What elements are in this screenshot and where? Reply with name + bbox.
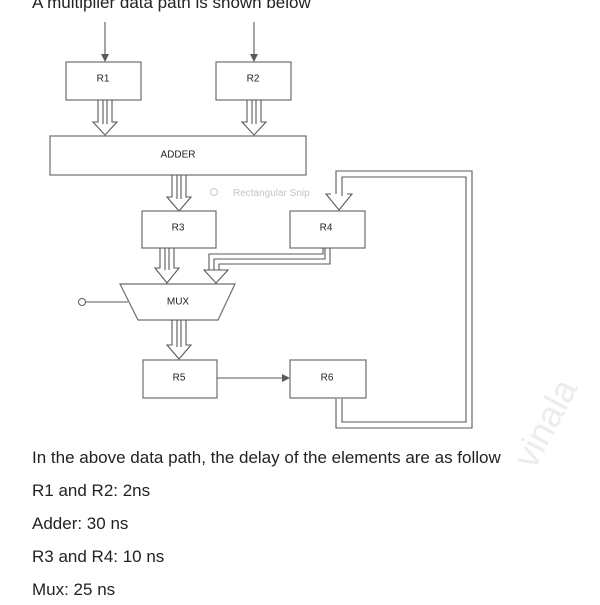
mux-block: MUX xyxy=(119,283,236,321)
r2-label: R2 xyxy=(247,74,260,85)
r5-to-r6-arrow xyxy=(217,374,290,382)
delay-item: R1 and R2: 2ns xyxy=(32,481,151,500)
r6-to-r4-feedback-bus xyxy=(324,170,473,429)
r6-register: R6 xyxy=(289,359,367,399)
r5-register: R5 xyxy=(142,359,218,399)
adder-block: ADDER xyxy=(49,135,307,176)
r4-register: R4 xyxy=(289,210,366,249)
intro-text: In the above data path, the delay of the… xyxy=(32,448,501,467)
rectangular-snip-overlay: Rectangular Snip xyxy=(210,188,310,199)
r1-to-adder-bus xyxy=(91,100,119,136)
r6-label: R6 xyxy=(321,373,334,384)
delay-item: R3 and R4: 10 ns xyxy=(32,547,165,566)
r4-to-mux-bus xyxy=(202,248,331,284)
r1-label: R1 xyxy=(97,74,110,85)
r3-register: R3 xyxy=(141,210,217,249)
r3-to-mux-bus xyxy=(153,248,181,284)
mux-label: MUX xyxy=(167,297,190,308)
r2-to-adder-bus xyxy=(240,100,268,136)
r3-label: R3 xyxy=(172,223,185,234)
mux-select-line xyxy=(78,298,128,306)
r1-input-arrow xyxy=(101,22,109,62)
r2-register: R2 xyxy=(215,61,292,101)
svg-text:Rectangular Snip: Rectangular Snip xyxy=(233,188,310,199)
delay-item: Mux: 25 ns xyxy=(32,580,116,599)
adder-label: ADDER xyxy=(160,150,195,161)
mux-to-r5-bus xyxy=(165,320,193,360)
delay-item: Adder: 30 ns xyxy=(32,514,129,533)
r4-label: R4 xyxy=(320,223,333,234)
r5-label: R5 xyxy=(173,373,186,384)
r1-register: R1 xyxy=(65,61,142,101)
adder-to-r3-bus xyxy=(165,175,193,212)
datapath-diagram: R1 R2 ADDER Rectangular Snip xyxy=(49,22,473,429)
question-heading: A multiplier data path is shown below xyxy=(32,0,311,12)
r2-input-arrow xyxy=(250,22,258,62)
